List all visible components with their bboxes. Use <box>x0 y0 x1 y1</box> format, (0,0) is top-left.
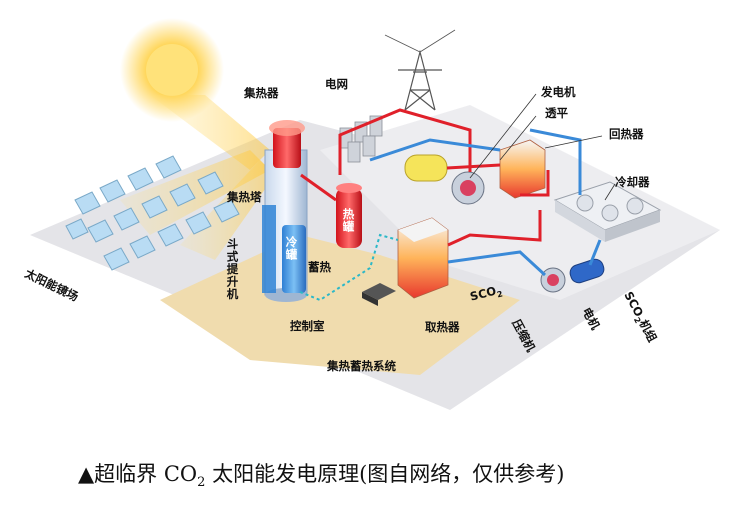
figure-caption: ▲超临界 CO2 太阳能发电原理(图自网络，仅供参考) <box>78 458 564 490</box>
generator-label: 发电机 <box>541 85 576 99</box>
bucket-elevator-label: 斗式提升机 <box>225 238 240 301</box>
sun-core <box>146 44 198 96</box>
caption-suffix: 太阳能发电原理(图自网络，仅供参考) <box>205 462 565 486</box>
generator <box>404 154 448 182</box>
sun-beams <box>150 95 270 170</box>
particle-path <box>299 233 399 302</box>
tower-label: 集热塔 <box>227 190 262 204</box>
motor <box>569 258 605 284</box>
power-platform <box>320 105 720 300</box>
control-room <box>362 283 396 300</box>
recuperator-label: 回热器 <box>609 127 644 141</box>
bucket-elevator <box>262 205 276 293</box>
collector-glow <box>269 120 305 136</box>
grid-label: 电网 <box>325 77 348 91</box>
hot-tank-label: 热罐 <box>341 208 356 233</box>
transformers <box>339 115 383 163</box>
transmission-tower <box>384 29 456 111</box>
cold-pipes <box>369 128 602 277</box>
sco2-solar-diagram <box>30 18 720 410</box>
collector-label: 集热器 <box>244 86 279 100</box>
cold-tank-label: 冷罐 <box>284 236 299 261</box>
control-room-label: 控制室 <box>290 319 325 333</box>
caption-prefix: ▲超临界 CO <box>78 462 198 486</box>
storage-platform <box>160 235 520 375</box>
collector-receiver <box>273 128 301 168</box>
turbine-label: 透平 <box>545 106 568 120</box>
system-label: 集热蓄热系统 <box>327 359 396 373</box>
recuperator <box>499 139 546 199</box>
heat-extractor-label: 取热器 <box>425 320 460 334</box>
heat-storage-label: 蓄热 <box>308 260 331 274</box>
cold-tank <box>282 225 306 293</box>
leader-lines <box>469 93 616 201</box>
heliostat-field <box>65 155 240 271</box>
hot-tank <box>336 188 362 248</box>
hot-pipes <box>300 108 550 247</box>
cooler-label: 冷却器 <box>615 175 650 189</box>
caption-sub: 2 <box>197 475 206 491</box>
heat-extractor <box>397 217 449 299</box>
